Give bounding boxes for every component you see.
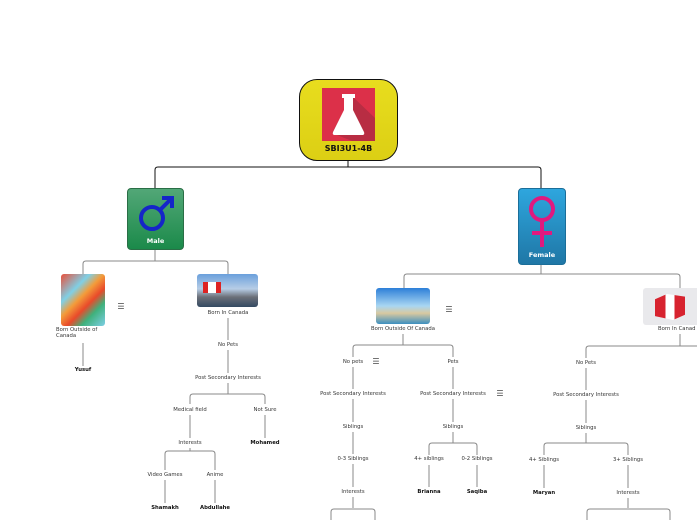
male-topic[interactable]: Male xyxy=(127,188,184,250)
interests-label[interactable]: Interests xyxy=(616,490,640,496)
medical-field-label[interactable]: Medical field xyxy=(173,407,207,413)
leaf-mohamed[interactable]: Mohamed xyxy=(250,440,280,446)
interests-label[interactable]: Interests xyxy=(178,440,202,446)
notes-icon[interactable]: ☰ xyxy=(445,305,453,314)
leaf-abdullahe[interactable]: Abdullahe xyxy=(199,505,231,511)
leaf-brianna[interactable]: Brianna xyxy=(417,489,441,495)
male-label: Male xyxy=(146,237,165,245)
siblings-label[interactable]: Siblings xyxy=(442,424,464,430)
female-label: Female xyxy=(528,251,556,259)
female-symbol-icon xyxy=(529,196,555,247)
post-secondary-label[interactable]: Post Secondary Interests xyxy=(553,392,619,398)
leaf-shamakh[interactable]: Shamakh xyxy=(151,505,179,511)
no-pets-label[interactable]: No Pets xyxy=(218,342,238,348)
siblings-label[interactable]: Siblings xyxy=(575,425,597,431)
middle-east-map-image xyxy=(61,274,105,326)
interests-label[interactable]: Interests xyxy=(341,489,365,495)
siblings-4plus-label[interactable]: 4+ Siblings xyxy=(528,457,560,463)
no-pets-label[interactable]: No pets xyxy=(342,359,364,365)
siblings-3plus-label[interactable]: 3+ Siblings xyxy=(612,457,644,463)
canada-flag-map-image xyxy=(643,288,697,325)
leaf-saqiba[interactable]: Saqiba xyxy=(466,489,488,495)
leaf-yusuf[interactable]: Yusuf xyxy=(74,367,92,373)
notes-icon[interactable]: ☰ xyxy=(117,302,125,311)
post-secondary-label[interactable]: Post Secondary Interests xyxy=(320,391,386,397)
notes-icon[interactable]: ☰ xyxy=(372,357,380,366)
siblings-4plus-label[interactable]: 4+ siblings xyxy=(414,456,444,462)
siblings-0-2-label[interactable]: 0-2 Siblings xyxy=(461,456,493,462)
leaf-maryan[interactable]: Maryan xyxy=(532,490,556,496)
female-topic[interactable]: Female xyxy=(518,188,566,265)
siblings-0-3-label[interactable]: 0-3 Siblings xyxy=(337,456,369,462)
born-in-canada-label[interactable]: Born In Canada xyxy=(207,310,249,316)
world-landmarks-image xyxy=(376,288,430,324)
video-games-label[interactable]: Video Games xyxy=(147,472,183,478)
root-title: SBI3U1-4B xyxy=(324,144,373,153)
post-secondary-label[interactable]: Post Secondary Interests xyxy=(195,375,261,381)
notes-icon[interactable]: ☰ xyxy=(496,389,504,398)
born-outside-canada-label[interactable]: Born Outside Of Canada xyxy=(370,326,436,332)
anime-label[interactable]: Anime xyxy=(206,472,224,478)
canada-city-image xyxy=(197,274,258,307)
post-secondary-label[interactable]: Post Secondary Interests xyxy=(420,391,486,397)
siblings-label[interactable]: Siblings xyxy=(342,424,364,430)
pets-label[interactable]: Pets xyxy=(447,359,459,365)
root-topic[interactable]: SBI3U1-4B xyxy=(299,79,398,161)
born-in-canada-label[interactable]: Born In Canad xyxy=(658,326,696,332)
not-sure-label[interactable]: Not Sure xyxy=(253,407,277,413)
flask-icon xyxy=(322,88,375,141)
male-symbol-icon xyxy=(139,196,174,231)
no-pets-label[interactable]: No Pets xyxy=(576,360,596,366)
